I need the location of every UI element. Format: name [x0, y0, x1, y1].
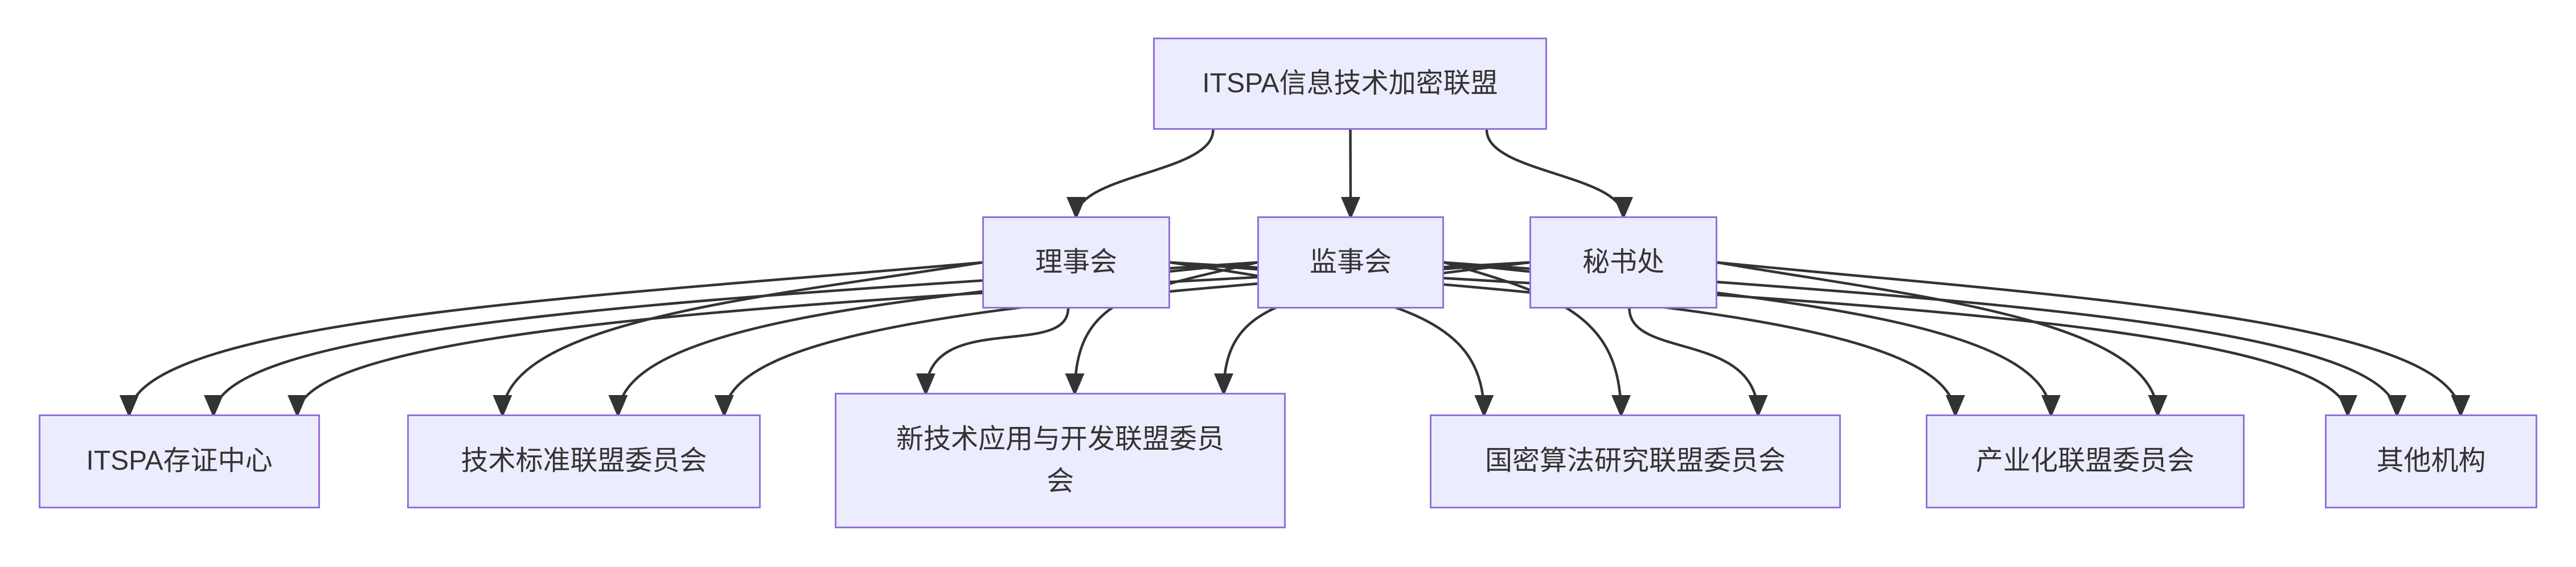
edge-root-council	[1067, 129, 1215, 220]
node-label: ITSPA存证中心	[86, 446, 273, 476]
node-label: 新技术应用与开发联盟委员 会	[896, 424, 1224, 496]
edge-council-standards	[493, 261, 983, 418]
edge-root-secretariat	[1485, 129, 1633, 220]
edge-secretariat-crypto	[1628, 308, 1768, 418]
node-council: 理事会	[982, 216, 1170, 309]
node-label: 技术标准联盟委员会	[461, 446, 707, 476]
node-label: ITSPA信息技术加密联盟	[1202, 68, 1498, 98]
node-label: 监事会	[1309, 246, 1392, 277]
node-crypto: 国密算法研究联盟委员会	[1430, 414, 1841, 508]
node-label: 其他机构	[2376, 446, 2486, 476]
node-supervisory: 监事会	[1257, 216, 1444, 309]
node-label: 产业化联盟委员会	[1975, 446, 2194, 476]
edge-council-evidence	[119, 261, 983, 418]
edge-supervisory-crypto	[1443, 261, 1631, 418]
node-root: ITSPA信息技术加密联盟	[1153, 38, 1547, 130]
edge-secretariat-other	[1717, 261, 2471, 418]
edge-council-newtech	[916, 308, 1070, 396]
edge-secretariat-evidence	[288, 261, 1530, 418]
edge-secretariat-industry	[1717, 261, 2168, 418]
node-label: 秘书处	[1582, 246, 1664, 277]
node-industry: 产业化联盟委员会	[1926, 414, 2245, 508]
node-label: 国密算法研究联盟委员会	[1484, 446, 1786, 476]
node-standards: 技术标准联盟委员会	[407, 414, 761, 508]
node-label: 理事会	[1035, 246, 1117, 277]
node-secretariat: 秘书处	[1529, 216, 1717, 309]
node-newtech: 新技术应用与开发联盟委员 会	[835, 393, 1286, 528]
node-other: 其他机构	[2325, 414, 2537, 508]
node-evidence: ITSPA存证中心	[39, 414, 320, 508]
